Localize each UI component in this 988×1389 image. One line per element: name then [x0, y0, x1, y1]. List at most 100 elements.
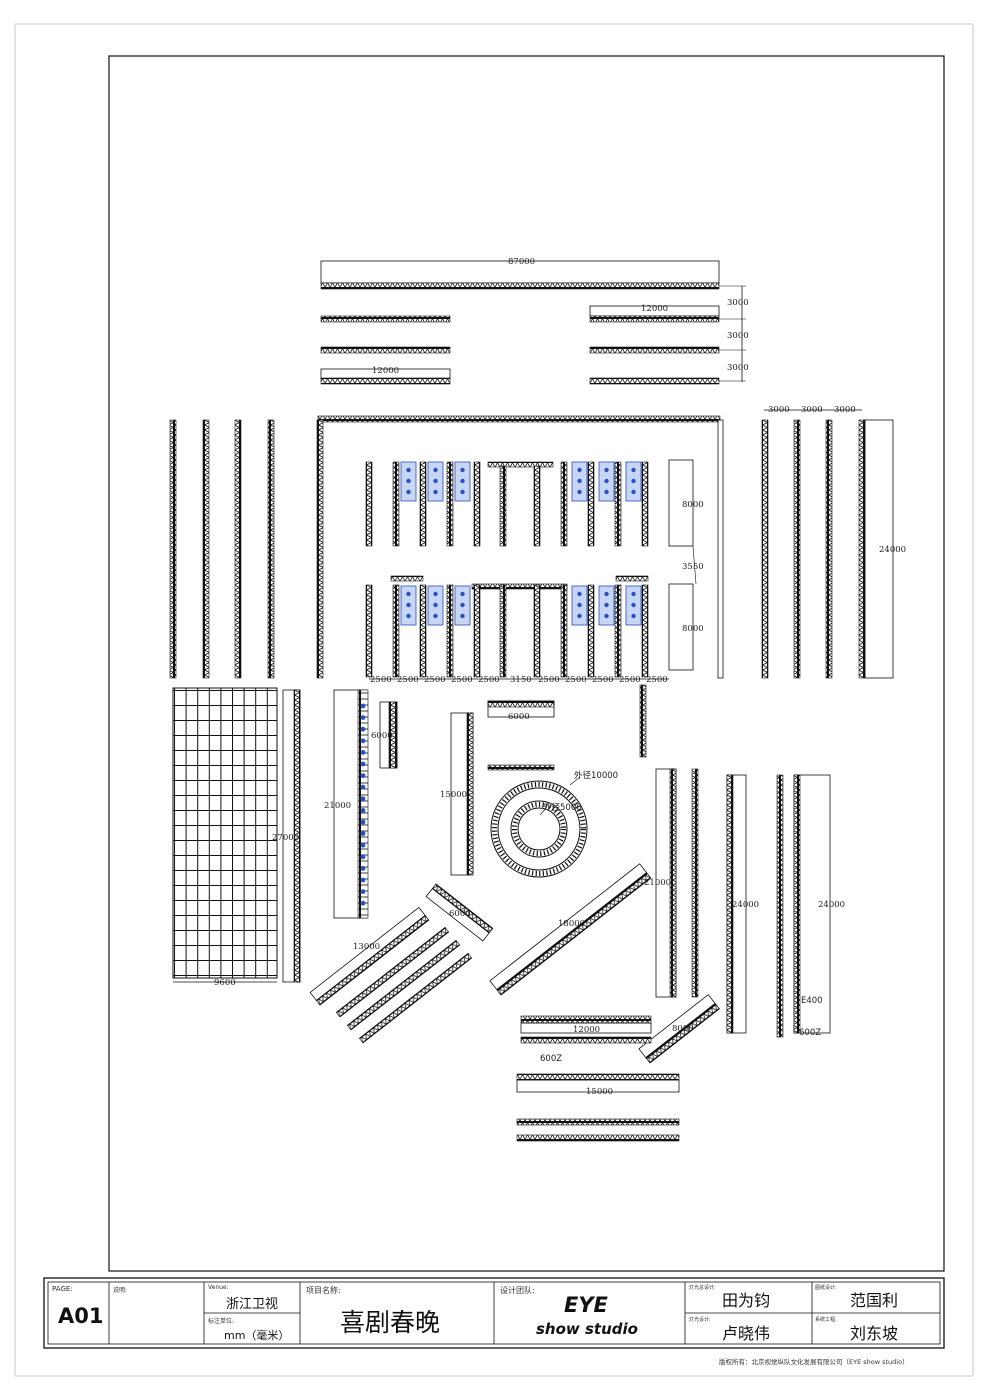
drawing-designer-value: 范国利 [850, 1291, 899, 1310]
dim-outer-5000: 外径5000 [543, 802, 582, 813]
dim-15000-b: 15000 [586, 1087, 613, 1097]
spacing-label: 2500 [397, 675, 419, 685]
team-label: 设计团队: [500, 1286, 535, 1295]
dim-9600: 9600 [214, 978, 236, 988]
project-label: 项目名称: [306, 1286, 341, 1295]
lighting-designer-label: 灯光设计: [689, 1317, 711, 1323]
outer-border [14, 23, 974, 1377]
circular-trusses: 外径10000 外径5000 [490, 770, 618, 878]
drawing-designer-label: 图纸设计: [815, 1285, 837, 1291]
truss-87000 [320, 282, 720, 290]
truss-15000-vertical: 15000 [440, 712, 474, 876]
right-vertical-trusses: 3000 3000 3000 24000 [761, 405, 906, 679]
dim-12000-c: 12000 [573, 1025, 600, 1035]
note-label: 说明: [113, 1287, 128, 1294]
spacing-label: 2500 [565, 675, 587, 685]
spacing-label: 2500 [424, 675, 446, 685]
grid-mesh-panel [172, 687, 278, 979]
dim-8000-a: 8000 [682, 500, 704, 510]
dim-18000: 18000 [558, 919, 585, 929]
dim-3000-top3: 3000 [834, 405, 856, 415]
fixture-dot [360, 842, 366, 848]
top-truss-group: 87000 12000 12000 3000 3000 3000 [320, 257, 749, 385]
dim-24000-a: 24000 [879, 545, 906, 555]
dim-27000: 27000 [272, 833, 299, 843]
dim-8000-c: 8000 [672, 1024, 694, 1034]
lighting-designer-value: 卢晓伟 [722, 1324, 771, 1343]
spacing-label: 2500 [538, 675, 560, 685]
page-value: A01 [58, 1304, 104, 1328]
dim-box-8000-b [668, 583, 694, 671]
blue-light-fixtures [400, 461, 642, 626]
fixture-dot [360, 750, 366, 755]
dim-12000-a: 12000 [641, 304, 668, 314]
copyright-line: 版权所有：北京视觉纵队文化发展有限公司（EYE show studio） [719, 1358, 909, 1366]
truss-right-2 [589, 346, 720, 354]
fixture-dot [360, 866, 366, 871]
dim-15000-a: 15000 [440, 790, 467, 800]
left-vertical-trusses [169, 419, 275, 679]
spacing-label: 2500 [646, 675, 668, 685]
lighting-director-label: 灯光总设计: [689, 1285, 716, 1291]
fixture-dot [360, 796, 366, 802]
dim-outer-10000: 外径10000 [574, 770, 618, 781]
fixture-dot [360, 831, 366, 836]
dim-600z-a: 600Z [540, 1054, 562, 1064]
fixture-dot [360, 854, 366, 860]
truss-right-3 [589, 377, 720, 385]
dim-600z-b: 600Z [799, 1028, 821, 1038]
fixture-dot [360, 715, 366, 720]
dim-3000-top2: 3000 [801, 405, 823, 415]
spacing-label: 2500 [451, 675, 473, 685]
diagonal-trusses: 18000 6000 13000 8000 [309, 863, 720, 1064]
page-label: PAGE: [52, 1285, 73, 1293]
truss-short-vertical [639, 684, 647, 758]
dim-3550: 3550 [682, 562, 704, 572]
dim-12000-b: 12000 [372, 366, 399, 376]
unit-value: mm（毫米） [224, 1329, 290, 1342]
dim-24000-c: 24000 [818, 900, 845, 910]
spacing-label: 2500 [619, 675, 641, 685]
dim-21000-b: 21000 [644, 878, 671, 888]
dim-3000-c: 3000 [727, 363, 749, 373]
dim-6000-b: 6000 [508, 712, 530, 722]
truss-left-2 [320, 346, 451, 354]
engineer-value: 刘东坡 [850, 1324, 899, 1343]
dim-24000-b: 24000 [732, 900, 759, 910]
unit-label: 标注单位: [208, 1318, 235, 1325]
truss-6000-horizontals: 6000 [487, 700, 555, 771]
dim-87000: 87000 [508, 257, 535, 267]
spacing-label: 2500 [478, 675, 500, 685]
dim-3000-a: 3000 [727, 298, 749, 308]
dim-box-24000-a [864, 419, 894, 679]
fixture-dot [360, 726, 366, 732]
fixture-dot [360, 784, 366, 790]
grid-panel-group: 9600 27000 [172, 687, 301, 988]
logo-show-studio: show studio [536, 1320, 638, 1338]
dim-box-8000-a [668, 459, 694, 547]
dim-6000-a: 6000 [371, 731, 393, 741]
bottom-horizontal-trusses: 12000 600Z 15000 [516, 1015, 680, 1142]
fixture-dot [360, 900, 366, 906]
fixture-dot [360, 808, 366, 813]
fixture-dot [360, 773, 366, 778]
fixture-dot [360, 877, 366, 883]
logo-eye: EYE [564, 1293, 608, 1317]
spacing-label: 2500 [592, 675, 614, 685]
dim-8000-b: 8000 [682, 624, 704, 634]
fixture-dot [360, 819, 366, 825]
fixture-dot [360, 761, 366, 767]
dim-21000-a: 21000 [324, 801, 351, 811]
venue-label: Venue: [208, 1284, 229, 1291]
dim-6000-c: 6000 [449, 909, 471, 919]
dim-3000-b: 3000 [727, 331, 749, 341]
lighting-director-value: 田为钧 [722, 1291, 771, 1310]
engineer-label: 系统工程: [815, 1317, 837, 1323]
fixture-dot [360, 738, 366, 744]
truss-21000-with-fixtures: 21000 6000 [324, 689, 398, 919]
blue-fixture-dots [406, 467, 636, 619]
spacing-label: 2500 [370, 675, 392, 685]
fixture-dot [360, 703, 366, 709]
